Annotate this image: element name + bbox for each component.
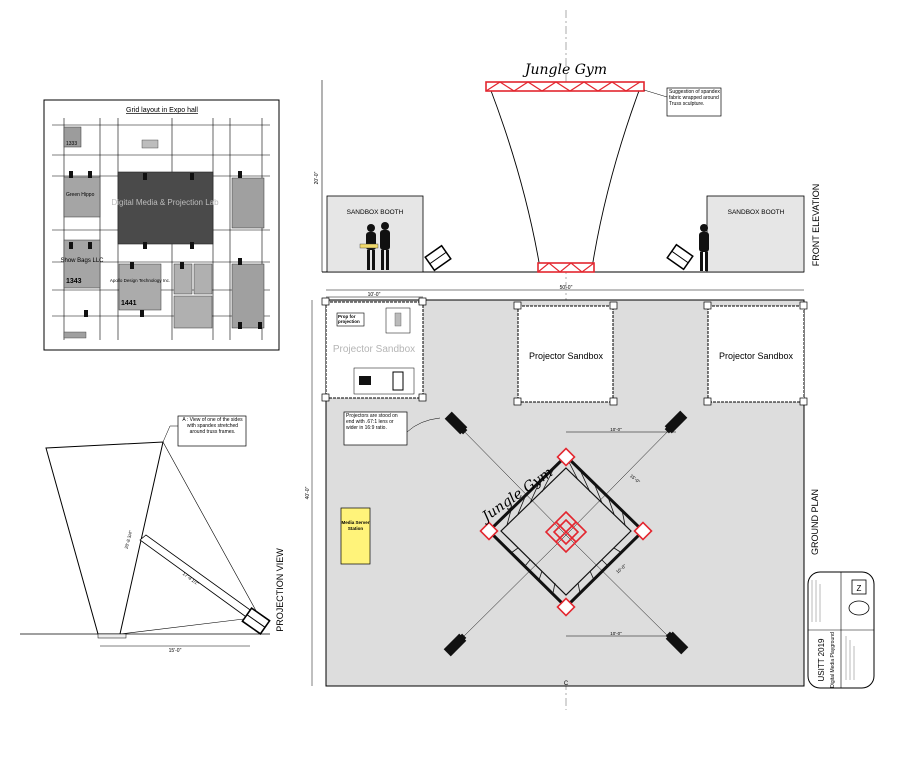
projector-bottom-left-icon	[443, 633, 467, 657]
expo-grid-markers	[69, 171, 262, 329]
dim-top: 10'-0"	[610, 427, 622, 432]
media-server-label: Media Server Station	[341, 520, 369, 531]
dim-diag-2: 10'-0"	[615, 563, 627, 574]
expo-grid-inset: Grid layout in Expo hall 1333 Green Hipp…	[43, 99, 280, 351]
booth-small-top	[141, 139, 159, 149]
elevation-height-dim: 20'-0"	[314, 171, 320, 184]
booth-1543	[173, 295, 213, 329]
booth-1742	[231, 263, 265, 329]
digital-media-lab	[117, 171, 214, 245]
projection-view-projector-icon	[241, 607, 271, 635]
projector-detail-icon	[392, 371, 404, 391]
projection-note-leader	[162, 425, 178, 443]
north-arrow-box	[851, 579, 867, 595]
projection-view-label: PROJECTION VIEW	[275, 548, 285, 632]
depth-dim: 40'-0"	[305, 486, 311, 499]
title-block: USITT 2019 Digital Media Playground Z	[807, 571, 875, 689]
scale-badge	[848, 600, 870, 616]
sandbox-right	[703, 301, 808, 406]
booth-counter	[359, 243, 379, 249]
right-sandbox-booth	[706, 195, 805, 273]
note-leader	[643, 89, 668, 98]
projector-note-box	[343, 411, 408, 446]
title-block-subtitle: Digital Media Playground	[830, 632, 836, 688]
digital-media-lab-label: Digital Media & Projection Lab	[111, 198, 219, 207]
booth-apollo-label: Apollo Design Technology Inc.	[110, 278, 170, 283]
right-sandbox-booth-label: SANDBOX BOOTH	[728, 209, 785, 216]
booth-1642	[193, 263, 213, 295]
projector-bottom-right-icon	[665, 631, 689, 655]
dim-diag: 20'-8 3/4"	[124, 529, 134, 549]
spandex-note-box	[666, 87, 722, 117]
sandbox-right-label: Projector Sandbox	[719, 351, 794, 361]
projector-top-left-icon	[444, 411, 468, 435]
sculpture-spandex-silhouette	[489, 87, 641, 269]
projector-note: Projectors are stood on end with .67:1 l…	[346, 413, 398, 431]
front-elevation-label: FRONT ELEVATION	[811, 184, 821, 267]
sandbox-center	[513, 301, 618, 406]
booth-1343-label: 1343	[66, 278, 82, 285]
projector-top-right-icon	[664, 410, 688, 434]
projection-view: 15'-0" 20'-8 3/4" 17'-8 1/2" A : View of…	[20, 415, 285, 654]
projection-sight-lines	[454, 421, 678, 646]
ground-plan-label: GROUND PLAN	[810, 489, 820, 555]
front-elevation: 20'-0" SANDBOX BOOTH SANDBOX BOOTH	[314, 10, 821, 710]
north-arrow-badge: Z	[857, 584, 862, 593]
booth-green-hippo	[63, 176, 101, 218]
booth-apollo	[118, 263, 162, 311]
dim-diag-1: 15'-0"	[629, 473, 641, 484]
left-elevation-projector-icon	[424, 244, 452, 272]
projector-note-leader	[406, 417, 441, 433]
projection-note: A : View of one of the sides with spande…	[182, 417, 242, 435]
sandbox-center-label: Projector Sandbox	[529, 351, 604, 361]
ground-plan: 50'-0" 40'-0" 10'-0" Projector Sandbox P…	[305, 285, 820, 687]
title-block-fineprint	[811, 580, 855, 680]
width-dim: 50'-0"	[560, 285, 573, 291]
prop-note: Prop for projection	[338, 314, 360, 324]
sandbox-left-label: Projector Sandbox	[333, 344, 415, 355]
projection-throw-beam	[139, 534, 254, 620]
booth-show-bags-label: Show Bags LLC	[60, 258, 104, 264]
booth-1333-label: 1333	[66, 141, 77, 147]
dim-base: 15'-0"	[169, 648, 182, 654]
booth-width-dim: 10'-0"	[368, 292, 381, 298]
center-mark: C	[564, 681, 569, 687]
prop-note-box	[336, 312, 365, 327]
title-block-event: USITT 2019	[817, 638, 826, 682]
projection-note-box	[177, 415, 247, 447]
booth-1741	[231, 177, 265, 229]
projection-beam-top	[162, 441, 261, 619]
booth-green-hippo-label: Green Hippo	[66, 192, 95, 198]
bottom-truss	[537, 262, 595, 273]
booth-1441-label: 1441	[121, 300, 137, 307]
frame-base	[97, 633, 127, 639]
booth-1333	[63, 126, 82, 148]
spandex-note: Suggestion of spandex fabric wrapped aro…	[669, 89, 720, 107]
left-sandbox-booth-label: SANDBOX BOOTH	[347, 209, 404, 216]
media-server-station	[340, 507, 371, 565]
monitor-icon	[359, 376, 371, 385]
right-elevation-projector-icon	[666, 243, 694, 271]
projection-beam-bottom	[119, 617, 253, 635]
jungle-gym-title: Jungle Gym	[522, 62, 607, 78]
top-truss	[485, 81, 645, 92]
expo-grid-title: Grid layout in Expo hall	[126, 107, 198, 114]
prop-figure	[394, 312, 402, 327]
booth-bottom-left	[63, 331, 87, 339]
dim-bottom: 10'-0"	[610, 631, 622, 636]
